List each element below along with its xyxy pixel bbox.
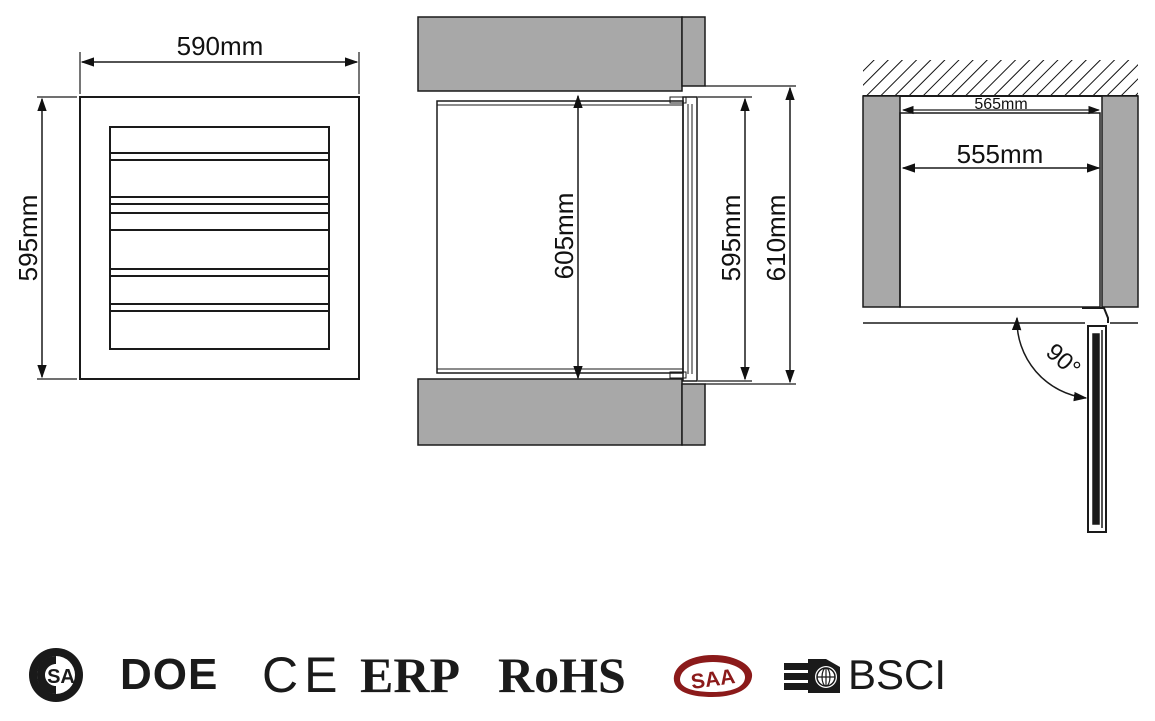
erp-label: ERP: [360, 647, 460, 703]
open-door: [1082, 307, 1109, 533]
rohs-label: RoHS: [498, 647, 626, 703]
side-wall-right: [1101, 95, 1139, 308]
csa-icon: SA: [29, 648, 83, 702]
cabinet-wall-bottom-end: [681, 383, 706, 446]
angle-label: 90°: [1040, 338, 1085, 382]
cabinet-wall-top-end: [681, 16, 706, 87]
side-view: 605mm 595mm 610mm: [417, 16, 796, 446]
bsci-label: BSCI: [848, 651, 947, 698]
front-view: 590mm 595mm: [13, 31, 360, 380]
front-outline: [79, 96, 360, 380]
ce-label: CE: [262, 647, 344, 703]
cabinet-wall-top: [417, 16, 683, 92]
inner-width-label: 555mm: [957, 139, 1044, 169]
angle-arc: [1011, 316, 1088, 402]
dimension-diagram: 590mm 595mm 605mm 595mm 610mm: [13, 16, 1139, 533]
countertop-hatch: [863, 60, 1138, 96]
outer-width-label: 565mm: [974, 96, 1027, 113]
door-height-label: 595mm: [716, 195, 746, 282]
shelf-lines: [110, 152, 329, 312]
svg-text:SA: SA: [47, 666, 75, 688]
rohs-logo: RoHS: [498, 640, 626, 710]
side-wall-left: [862, 95, 901, 308]
saa-icon: SAA: [673, 655, 753, 697]
saa-logo: SAA: [668, 640, 758, 710]
depth-label: 605mm: [549, 193, 579, 280]
cabinet-wall-bottom: [417, 378, 683, 446]
bsci-hands-icon: [784, 659, 840, 693]
front-width-label: 590mm: [177, 31, 264, 61]
ce-logo: CE: [262, 640, 343, 710]
front-height-label: 595mm: [13, 195, 43, 282]
doe-logo: DOE: [120, 640, 218, 710]
front-glass: [109, 126, 330, 350]
csa-logo: SA: [26, 640, 86, 710]
erp-logo: ERP: [360, 640, 460, 710]
doe-label: DOE: [120, 650, 219, 699]
top-view: 565mm 555mm 90°: [862, 60, 1139, 533]
total-depth-label: 610mm: [761, 195, 791, 282]
appliance-door: [682, 96, 698, 382]
bsci-logo: BSCI: [782, 640, 946, 710]
